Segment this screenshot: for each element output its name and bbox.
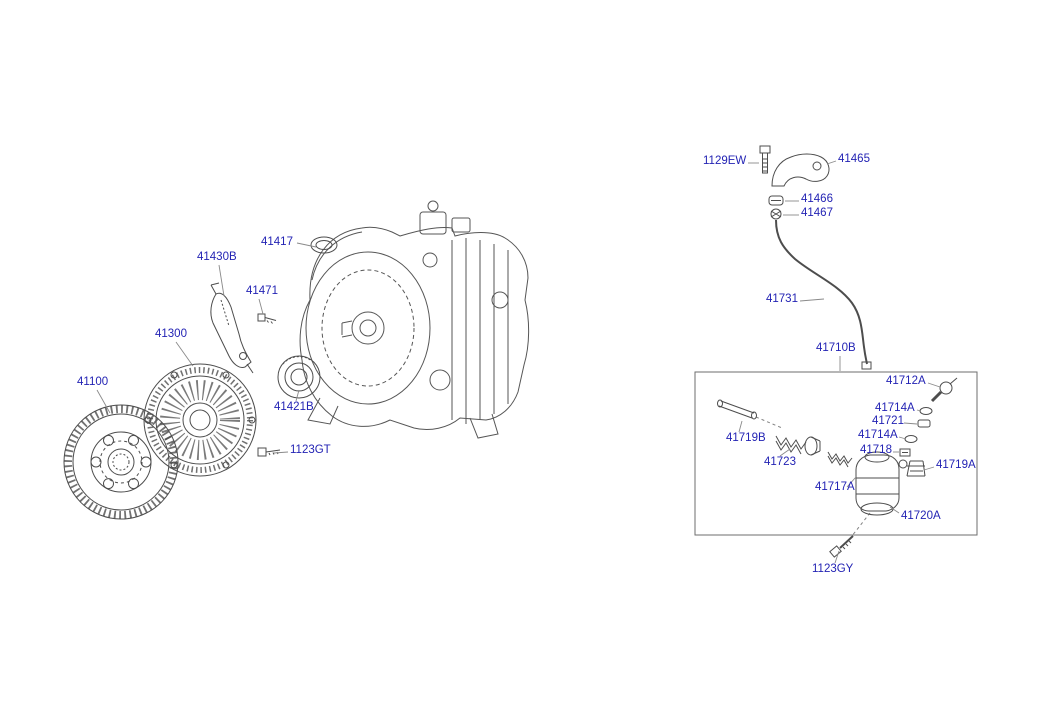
part-label-41100[interactable]: 41100 (77, 376, 109, 388)
boot-drawing (906, 460, 926, 477)
part-label-41430B[interactable]: 41430B (197, 251, 237, 263)
push-rod-drawing (717, 399, 783, 429)
part-label-41721[interactable]: 41721 (872, 415, 904, 427)
inner-spring-drawing (827, 451, 853, 468)
clutch-cover-drawing (143, 363, 257, 477)
grommet-41466-drawing (768, 195, 784, 206)
part-label-41719B[interactable]: 41719B (726, 432, 766, 444)
part-label-41417[interactable]: 41417 (261, 236, 293, 248)
transmission-case-drawing (299, 200, 530, 439)
part-label-41467[interactable]: 41467 (801, 207, 833, 219)
bracket-41465-drawing (771, 153, 830, 187)
part-label-41465[interactable]: 41465 (838, 153, 870, 165)
part-label-41720A[interactable]: 41720A (901, 510, 941, 522)
pipe-41731-drawing (775, 219, 872, 370)
part-label-41717A[interactable]: 41717A (815, 481, 855, 493)
bleeder-screw-drawing (930, 377, 958, 403)
piston-spring-drawing (775, 435, 821, 456)
part-label-41300[interactable]: 41300 (155, 328, 187, 340)
part-label-41714A-lower[interactable]: 41714A (858, 429, 898, 441)
part-label-41710B[interactable]: 41710B (816, 342, 856, 354)
part-label-41712A[interactable]: 41712A (886, 375, 926, 387)
leader-lines (96, 160, 941, 564)
part-label-1123GT[interactable]: 1123GT (290, 444, 331, 456)
part-label-41723[interactable]: 41723 (764, 456, 796, 468)
part-label-41471[interactable]: 41471 (246, 285, 278, 297)
part-label-1129EW[interactable]: 1129EW (703, 155, 747, 167)
release-cylinder-drawing (855, 451, 908, 516)
bolt-1123GT-drawing (257, 447, 281, 457)
valve-stack-drawing (899, 407, 933, 457)
parts-group-box (694, 371, 978, 536)
part-label-41719A[interactable]: 41719A (936, 459, 976, 471)
bolt-41471-drawing (257, 313, 277, 324)
part-label-1123GY[interactable]: 1123GY (812, 563, 854, 575)
part-label-41731[interactable]: 41731 (766, 293, 798, 305)
part-label-41718[interactable]: 41718 (860, 444, 892, 456)
bolt-1129EW-drawing (759, 145, 771, 174)
clutch-disc-drawing (63, 404, 179, 520)
part-label-41714A-upper[interactable]: 41714A (875, 402, 915, 414)
part-label-41421B[interactable]: 41421B (274, 401, 314, 413)
fitting-41467-drawing (770, 208, 782, 220)
part-label-41466[interactable]: 41466 (801, 193, 833, 205)
release-fork-drawing (210, 282, 254, 374)
